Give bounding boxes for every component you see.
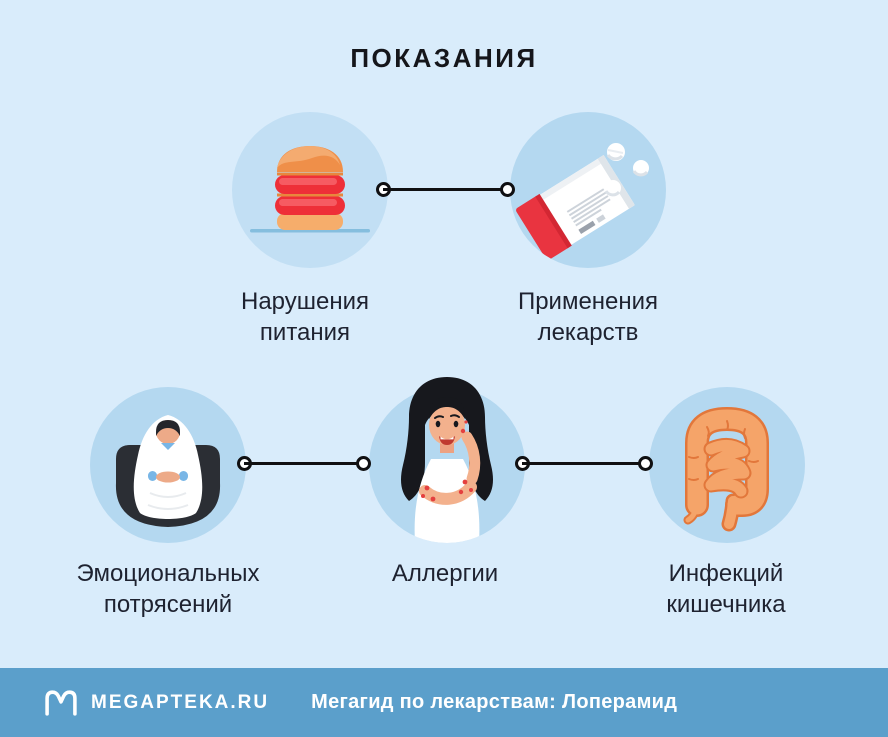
connector-ring bbox=[356, 456, 371, 471]
connector-line bbox=[522, 462, 646, 465]
node-nutrition bbox=[232, 112, 388, 268]
label-infection: Инфекций кишечника bbox=[666, 560, 786, 618]
page-title: ПОКАЗАНИЯ bbox=[350, 43, 538, 73]
footer-brand: MEGAPTEKA.RU bbox=[91, 691, 270, 713]
node-medication bbox=[510, 112, 666, 268]
intestines-icon bbox=[649, 387, 805, 543]
person-in-blanket-icon bbox=[90, 387, 246, 543]
burger-icon bbox=[232, 112, 388, 268]
node-allergy bbox=[369, 371, 525, 543]
label-nutrition: Нарушения питания bbox=[240, 288, 369, 346]
label-emotional: Эмоциональных потрясений bbox=[76, 560, 260, 618]
connector-ring bbox=[500, 182, 515, 197]
allergy-woman-icon bbox=[369, 377, 525, 543]
node-emotional bbox=[90, 387, 246, 543]
label-medication: Применения лекарств bbox=[517, 288, 659, 346]
connector-ring bbox=[638, 456, 653, 471]
footer-tagline: Мегагид по лекарствам: Лоперамид bbox=[311, 691, 678, 713]
connector-nutrition-medication bbox=[376, 182, 515, 197]
megapteka-logo-icon bbox=[45, 689, 77, 716]
connector-allergy-infection bbox=[515, 456, 653, 471]
label-allergy: Аллергии bbox=[391, 560, 499, 587]
footer-bar: MEGAPTEKA.RU Мегагид по лекарствам: Лопе… bbox=[0, 668, 888, 737]
node-infection bbox=[649, 387, 805, 543]
connector-line bbox=[383, 188, 508, 191]
connector-line bbox=[244, 462, 364, 465]
medicine-box-icon bbox=[510, 112, 666, 268]
connector-emotional-allergy bbox=[237, 456, 371, 471]
